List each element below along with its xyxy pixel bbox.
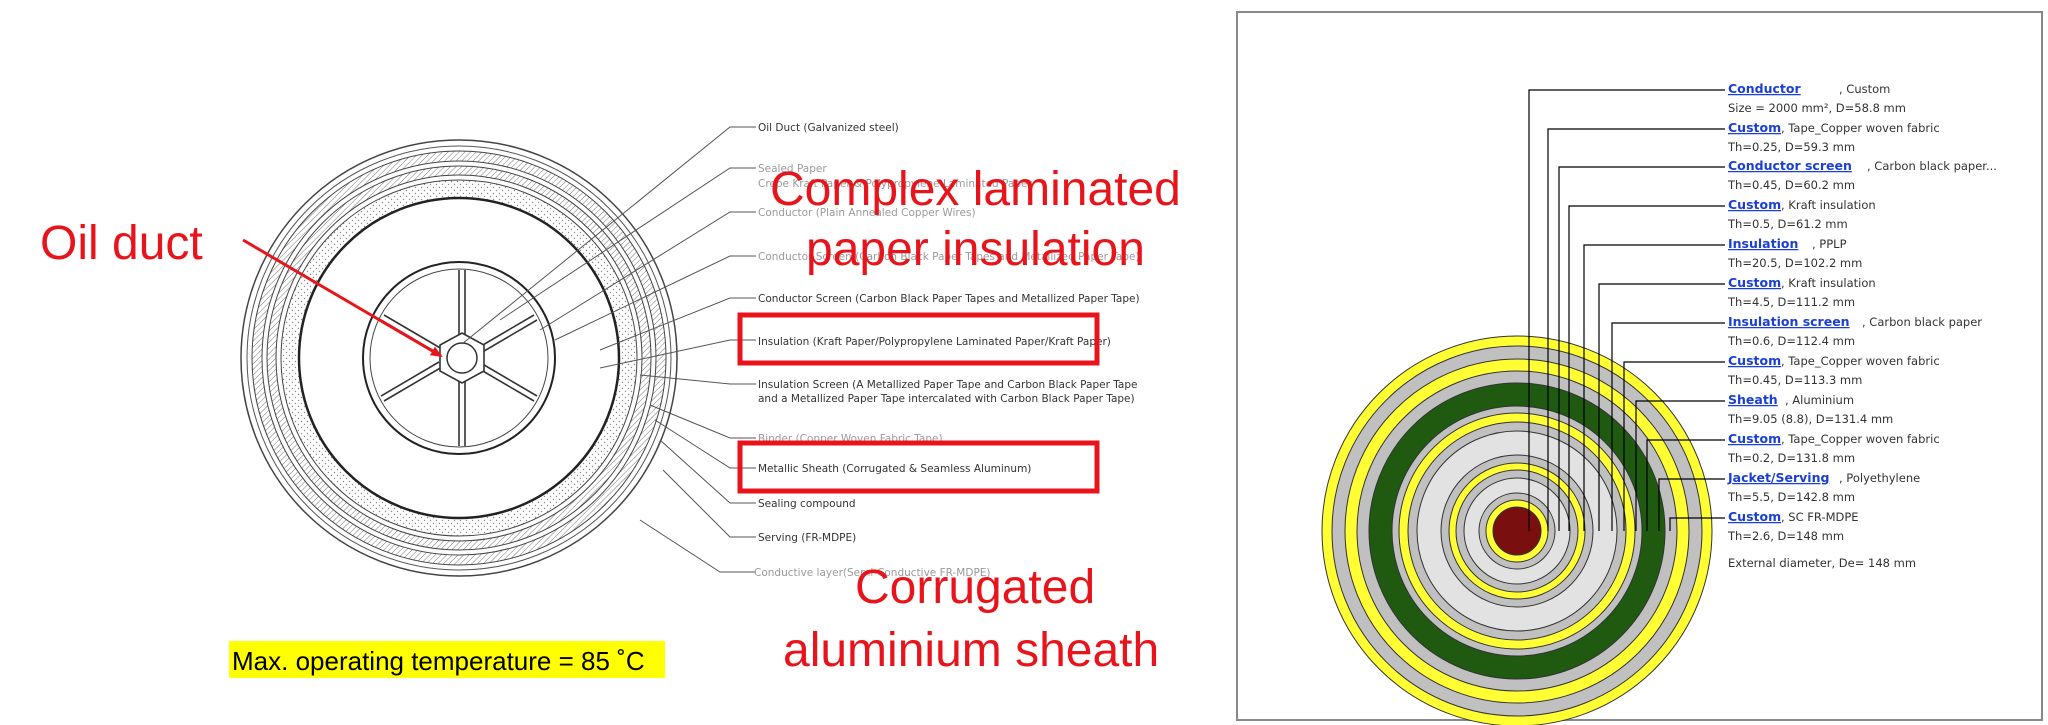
layer-item: Sheath , Aluminium Th=9.05 (8.8), D=131.… <box>1727 392 1893 426</box>
layer-rings <box>1321 335 1713 725</box>
label-serving: Serving (FR-MDPE) <box>758 532 856 544</box>
label-insulation-screen-2: and a Metallized Paper Tape intercalated… <box>758 393 1135 405</box>
layer-desc: , Tape_Copper woven fabric <box>1781 121 1940 135</box>
layer-link-conductor-screen[interactable]: Conductor screen <box>1728 158 1852 173</box>
sheath-highlight-box <box>737 440 1100 494</box>
layer-leaders <box>1528 89 1725 531</box>
layer-item: Custom , SC FR-MDPE Th=2.6, D=148 mm <box>1727 509 1859 543</box>
layer-desc: , SC FR-MDPE <box>1781 510 1859 524</box>
sheath-annotation-line2: aluminium sheath <box>783 624 1159 677</box>
layer-link-custom[interactable]: Custom <box>1728 353 1781 368</box>
label-insulation-screen-1: Insulation Screen (A Metallized Paper Ta… <box>758 379 1138 391</box>
temperature-note: Max. operating temperature = 85 ˚C <box>232 646 645 676</box>
layer-link-insulation[interactable]: Insulation <box>1728 236 1798 251</box>
label-conductor: Conductor (Plain Annealed Copper Wires) <box>758 207 976 219</box>
layer-detail: Th=20.5, D=102.2 mm <box>1727 256 1862 270</box>
layer-desc: , Carbon black paper <box>1862 315 1982 329</box>
label-metallic-sheath: Metallic Sheath (Corrugated & Seamless A… <box>758 463 1031 475</box>
layer-detail: Size = 2000 mm², D=58.8 mm <box>1728 101 1906 115</box>
callout-labels: Oil Duct (Galvanized steel) Sealed Paper… <box>754 122 1140 579</box>
layer-detail: Th=0.45, D=113.3 mm <box>1727 373 1862 387</box>
sheath-annotation-line1: Corrugated <box>855 561 1095 614</box>
layer-link-custom[interactable]: Custom <box>1728 275 1781 290</box>
layer-link-custom[interactable]: Custom <box>1728 120 1781 135</box>
layer-link-jacket-serving[interactable]: Jacket/Serving <box>1727 470 1829 485</box>
layer-item: Insulation , PPLP Th=20.5, D=102.2 mm <box>1727 236 1862 270</box>
layer-list: Conductor , Custom Size = 2000 mm², D=58… <box>1727 81 1997 570</box>
layer-desc: , PPLP <box>1812 237 1847 251</box>
layer-detail: Th=0.25, D=59.3 mm <box>1727 140 1855 154</box>
layer-item: Custom , Tape_Copper woven fabric Th=0.2… <box>1727 431 1940 465</box>
oil-duct-arrow <box>242 238 443 358</box>
label-sealed-paper: Sealed Paper <box>758 163 827 175</box>
cable-cross-section <box>240 139 678 577</box>
layer-detail: Th=0.2, D=131.8 mm <box>1727 451 1855 465</box>
leader-lines <box>461 126 756 573</box>
layer-link-custom[interactable]: Custom <box>1728 197 1781 212</box>
layer-link-custom[interactable]: Custom <box>1728 431 1781 446</box>
label-oil-duct: Oil Duct (Galvanized steel) <box>758 122 899 134</box>
layer-desc: , Custom <box>1839 82 1890 96</box>
insulation-highlight-box <box>737 312 1100 366</box>
label-conductor-screen-faint: Conductor Screen (Carbon Black Paper Tap… <box>758 251 1140 263</box>
layer-item: Insulation screen , Carbon black paper T… <box>1727 314 1982 348</box>
layer-item: Custom , Kraft insulation Th=4.5, D=111.… <box>1727 275 1876 309</box>
layer-desc: , Kraft insulation <box>1781 276 1876 290</box>
layer-link-sheath[interactable]: Sheath <box>1728 392 1778 407</box>
oil-duct-center <box>446 342 478 374</box>
layer-item: Custom , Tape_Copper woven fabric Th=0.4… <box>1727 353 1940 387</box>
layer-detail: Th=0.6, D=112.4 mm <box>1727 334 1855 348</box>
oil-duct-annotation: Oil duct <box>40 217 203 270</box>
temperature-highlight <box>229 641 665 678</box>
layer-desc: , Tape_Copper woven fabric <box>1781 354 1940 368</box>
insulation-annotation-line2: paper insulation <box>806 223 1145 276</box>
label-conductive-layer: Conductive layer(Semi-Conductive FR-MDPE… <box>754 567 991 579</box>
label-crepe-paper: Crepe Kraft Paper & Polypropylene Lamina… <box>758 178 1032 190</box>
layer-detail: Th=0.5, D=61.2 mm <box>1727 217 1848 231</box>
layer-desc: , Tape_Copper woven fabric <box>1781 432 1940 446</box>
layer-desc: , Aluminium <box>1785 393 1854 407</box>
layer-item: Conductor , Custom Size = 2000 mm², D=58… <box>1728 81 1906 115</box>
conductor-core <box>1492 506 1542 556</box>
layer-link-custom[interactable]: Custom <box>1728 509 1781 524</box>
label-sealing-compound: Sealing compound <box>758 498 856 510</box>
label-conductor-screen: Conductor Screen (Carbon Black Paper Tap… <box>758 293 1140 305</box>
layer-detail: Th=4.5, D=111.2 mm <box>1727 295 1855 309</box>
layer-item: Custom , Kraft insulation Th=0.5, D=61.2… <box>1727 197 1876 231</box>
layer-desc: , Polyethylene <box>1839 471 1920 485</box>
insulation-annotation-line1: Complex laminated <box>770 163 1181 216</box>
layer-item: Custom , Tape_Copper woven fabric Th=0.2… <box>1727 120 1940 154</box>
external-diameter: External diameter, De= 148 mm <box>1728 556 1916 570</box>
layer-detail: Th=9.05 (8.8), D=131.4 mm <box>1727 412 1893 426</box>
layer-detail: Th=0.45, D=60.2 mm <box>1727 178 1855 192</box>
layer-link-conductor[interactable]: Conductor <box>1728 81 1801 96</box>
label-insulation: Insulation (Kraft Paper/Polypropylene La… <box>758 336 1111 348</box>
layer-desc: , Carbon black paper... <box>1867 159 1997 173</box>
layer-item: Conductor screen , Carbon black paper...… <box>1727 158 1997 192</box>
layer-link-insulation-screen[interactable]: Insulation screen <box>1728 314 1850 329</box>
layer-detail: Th=2.6, D=148 mm <box>1727 529 1844 543</box>
layer-panel: Conductor , Custom Size = 2000 mm², D=58… <box>1236 11 2043 725</box>
layer-desc: , Kraft insulation <box>1781 198 1876 212</box>
layer-item: Jacket/Serving , Polyethylene Th=5.5, D=… <box>1727 470 1920 504</box>
layer-detail: Th=5.5, D=142.8 mm <box>1727 490 1855 504</box>
